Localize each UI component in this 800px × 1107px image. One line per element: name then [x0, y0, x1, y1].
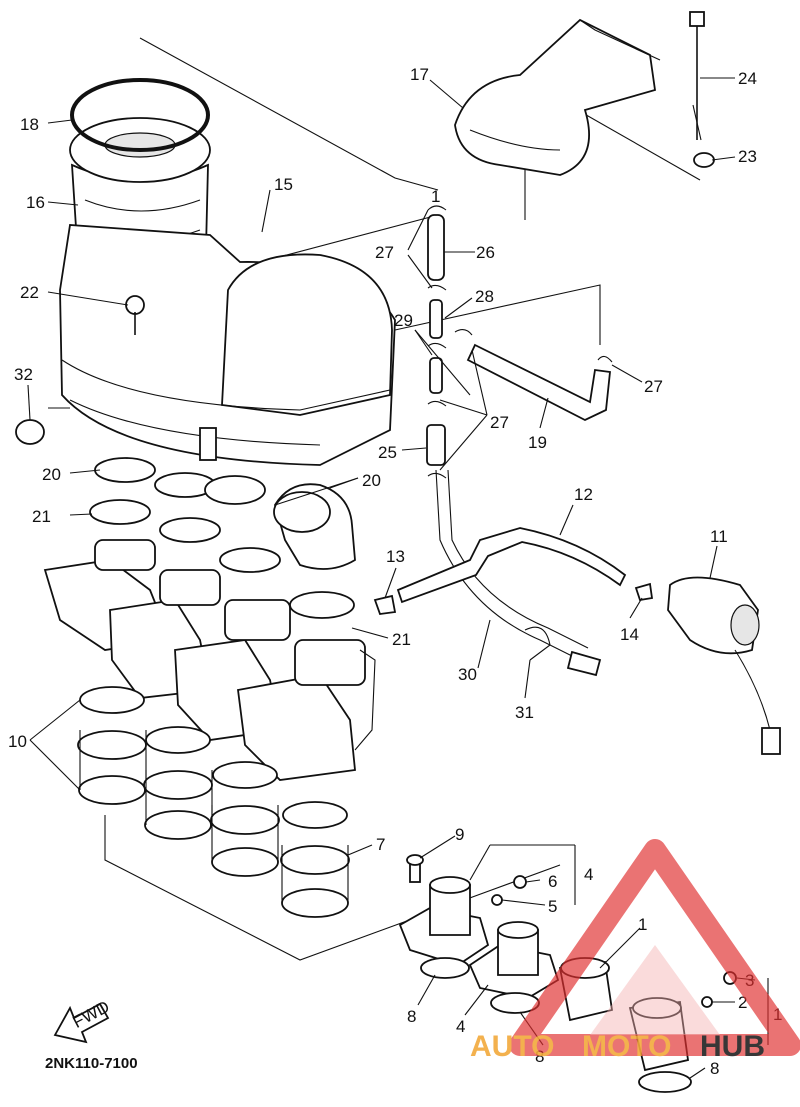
callout-11: 11: [710, 527, 728, 546]
joint-bands: [89, 499, 355, 619]
callout-2: 2: [738, 993, 747, 1012]
watermark-logo: AUTO MOTO HUB: [470, 839, 800, 1063]
intake-rings: [77, 686, 350, 918]
hose-clips: [427, 205, 613, 661]
watermark-text-left: AUTO: [470, 1030, 554, 1063]
filter-ring: [70, 78, 210, 152]
callout-21-left: 21: [32, 507, 51, 526]
fwd-arrow-icon: FWD: [53, 997, 113, 1044]
callout-16: 16: [26, 193, 45, 212]
callout-8-left: 8: [407, 1007, 416, 1026]
callout-32: 32: [14, 365, 33, 384]
callout-27-a: 27: [375, 243, 394, 262]
breather-system: [396, 214, 627, 677]
callout-20-left: 20: [42, 465, 61, 484]
callout-6: 6: [548, 872, 557, 891]
o-rings: [420, 957, 692, 1093]
callout-13: 13: [386, 547, 405, 566]
callout-27-b: 27: [644, 377, 663, 396]
callout-21-right: 21: [392, 630, 411, 649]
callout-19: 19: [528, 433, 547, 452]
air-filter-case: [48, 224, 396, 466]
grommet-washer: [693, 152, 715, 168]
solenoid-sensor: [667, 576, 781, 755]
carburetor-assembly: [43, 539, 376, 781]
callout-9: 9: [455, 825, 464, 844]
callout-5: 5: [548, 897, 557, 916]
case-screw: [125, 295, 145, 335]
callout-10: 10: [8, 732, 27, 751]
diagram-code: 2NK110-7100: [45, 1055, 138, 1072]
callout-4-bottom: 4: [456, 1017, 465, 1036]
callout-1-mid: 1: [638, 915, 647, 934]
callout-4-top: 4: [584, 865, 593, 884]
callout-31: 31: [515, 703, 534, 722]
callout-27-c: 27: [490, 413, 509, 432]
callout-25: 25: [378, 443, 397, 462]
callout-17: 17: [410, 65, 429, 84]
callout-14: 14: [620, 625, 639, 644]
callout-24: 24: [738, 69, 757, 88]
callout-1-top: 1: [431, 187, 440, 206]
callout-22: 22: [20, 283, 39, 302]
leader-lines: [27, 77, 769, 1079]
callout-8-mid: 8: [535, 1047, 544, 1066]
long-bolt: [689, 11, 705, 141]
callout-26: 26: [476, 243, 495, 262]
callout-7: 7: [376, 835, 385, 854]
callout-30: 30: [458, 665, 477, 684]
watermark-text-mid: MOTO: [582, 1030, 671, 1063]
callout-23: 23: [738, 147, 757, 166]
watermark-text-right: HUB: [700, 1030, 765, 1063]
callout-18: 18: [20, 115, 39, 134]
callout-29: 29: [394, 311, 413, 330]
callout-20-right: 20: [362, 471, 381, 490]
callout-12: 12: [574, 485, 593, 504]
air-duct: [454, 18, 661, 176]
callout-15: 15: [274, 175, 293, 194]
callout-28: 28: [475, 287, 494, 306]
triangle-logo-icon: [509, 839, 800, 1056]
callout-8-right: 8: [710, 1059, 719, 1078]
carb-joints: [94, 457, 356, 570]
